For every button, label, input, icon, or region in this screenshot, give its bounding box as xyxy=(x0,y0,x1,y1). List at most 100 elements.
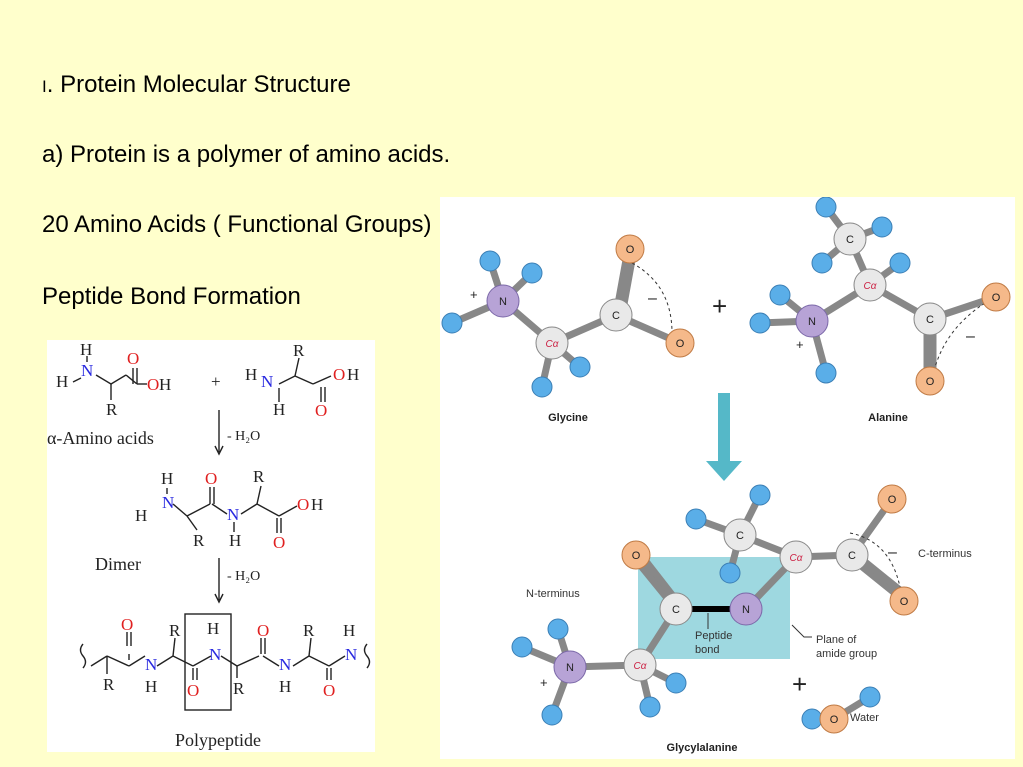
svg-text:C: C xyxy=(736,530,744,542)
ball-and-stick-figure: N N N N C C C C C C O O O O O O O O Cα C… xyxy=(440,196,1015,759)
svg-text:O: O xyxy=(900,596,909,608)
svg-text:N: N xyxy=(81,361,93,380)
svg-text:O: O xyxy=(926,376,935,388)
svg-text:O: O xyxy=(626,244,635,256)
svg-text:R: R xyxy=(169,621,181,640)
reaction-arrow xyxy=(706,393,742,481)
reactant-plus: + xyxy=(712,291,727,321)
svg-text:O: O xyxy=(121,615,133,634)
svg-text:N: N xyxy=(566,662,574,674)
svg-text:O: O xyxy=(992,292,1001,304)
svg-text:H: H xyxy=(145,677,157,696)
alanine-label: Alanine xyxy=(868,412,908,424)
svg-text:O: O xyxy=(273,533,285,552)
bonds xyxy=(72,356,371,711)
svg-text:N: N xyxy=(279,655,291,674)
glycylalanine-label: Glycylalanine xyxy=(667,742,738,754)
svg-text:C: C xyxy=(926,314,934,326)
svg-text:O: O xyxy=(147,375,159,394)
svg-text:C: C xyxy=(672,604,680,616)
water-label: Water xyxy=(850,712,879,724)
svg-text:C: C xyxy=(846,234,854,246)
slide-heading: I. Protein Molecular Structure xyxy=(42,71,351,99)
water-loss-label-1: - H₂O xyxy=(227,429,260,444)
heading-roman-numeral: I xyxy=(42,77,47,96)
svg-text:Cα: Cα xyxy=(790,553,803,564)
plane-leader xyxy=(791,624,812,638)
plane-label-line1: Plane of xyxy=(816,634,857,646)
charge-signs: + + + – – – xyxy=(470,287,975,690)
polypeptide-label: Polypeptide xyxy=(175,730,261,750)
svg-text:H: H xyxy=(343,621,355,640)
glycine-resonance-dash xyxy=(631,262,673,334)
svg-text:N: N xyxy=(742,604,750,616)
dimer-label: Dimer xyxy=(95,554,141,574)
heading-text: . Protein Molecular Structure xyxy=(46,71,351,98)
svg-text:H: H xyxy=(311,495,323,514)
svg-text:N: N xyxy=(162,493,174,512)
svg-text:R: R xyxy=(233,679,245,698)
svg-text:N: N xyxy=(499,296,507,308)
svg-text:H: H xyxy=(273,400,285,419)
svg-text:C: C xyxy=(848,550,856,562)
svg-text:R: R xyxy=(193,531,205,550)
svg-text:–: – xyxy=(888,544,897,561)
svg-text:O: O xyxy=(676,338,685,350)
amino-acids-label: α-Amino acids xyxy=(47,428,154,448)
svg-text:R: R xyxy=(106,400,118,419)
svg-text:O: O xyxy=(297,495,309,514)
product-resonance-dash xyxy=(849,532,901,588)
svg-text:H: H xyxy=(159,375,171,394)
svg-text:H: H xyxy=(207,619,219,638)
svg-text:–: – xyxy=(966,328,975,345)
water-loss-label-2: - H₂O xyxy=(227,569,260,584)
svg-text:H: H xyxy=(135,506,147,525)
svg-text:Cα: Cα xyxy=(864,281,877,292)
ball-and-stick-svg: N N N N C C C C C C O O O O O O O O Cα C… xyxy=(441,196,1011,754)
svg-text:H: H xyxy=(56,372,68,391)
svg-text:O: O xyxy=(830,714,839,726)
svg-text:H: H xyxy=(161,469,173,488)
svg-text:O: O xyxy=(127,349,139,368)
peptide-bond-label-line1: Peptide xyxy=(695,630,732,642)
point-peptide-bond: Peptide Bond Formation xyxy=(42,283,301,310)
atom-letters: N N N N C C C C C C O O O O O O O O xyxy=(499,234,1001,726)
svg-text:H: H xyxy=(279,677,291,696)
svg-text:N: N xyxy=(145,655,157,674)
glycine-label: Glycine xyxy=(548,412,588,424)
nitrogen-atoms xyxy=(486,284,829,684)
svg-text:H: H xyxy=(80,340,92,359)
svg-text:N: N xyxy=(808,316,816,328)
svg-text:O: O xyxy=(333,365,345,384)
svg-text:–: – xyxy=(648,290,657,307)
carbon-atoms xyxy=(535,222,947,682)
svg-text:O: O xyxy=(187,681,199,700)
svg-text:R: R xyxy=(303,621,315,640)
svg-text:N: N xyxy=(209,645,221,664)
svg-text:+: + xyxy=(470,287,478,302)
c-terminus-label: C-terminus xyxy=(918,548,972,560)
svg-text:C: C xyxy=(612,310,620,322)
svg-text:+: + xyxy=(540,675,548,690)
svg-text:O: O xyxy=(315,401,327,420)
svg-text:+: + xyxy=(211,372,221,391)
oxygen-atoms xyxy=(615,234,1011,734)
svg-text:R: R xyxy=(103,675,115,694)
svg-text:O: O xyxy=(888,494,897,506)
svg-text:H: H xyxy=(229,531,241,550)
plane-label-line2: amide group xyxy=(816,648,877,660)
point-amino-acids: 20 Amino Acids ( Functional Groups) xyxy=(42,211,432,238)
svg-text:O: O xyxy=(632,550,641,562)
hydrogen-atoms xyxy=(441,196,911,730)
svg-text:N: N xyxy=(227,505,239,524)
svg-text:O: O xyxy=(257,621,269,640)
svg-text:R: R xyxy=(293,341,305,360)
water-plus: + xyxy=(792,669,807,699)
n-terminus-label: N-terminus xyxy=(526,588,580,600)
alpha-carbon-letters: Cα Cα Cα Cα xyxy=(546,281,877,672)
peptide-bond-label-line2: bond xyxy=(695,644,719,656)
alanine-resonance-dash xyxy=(933,302,986,372)
